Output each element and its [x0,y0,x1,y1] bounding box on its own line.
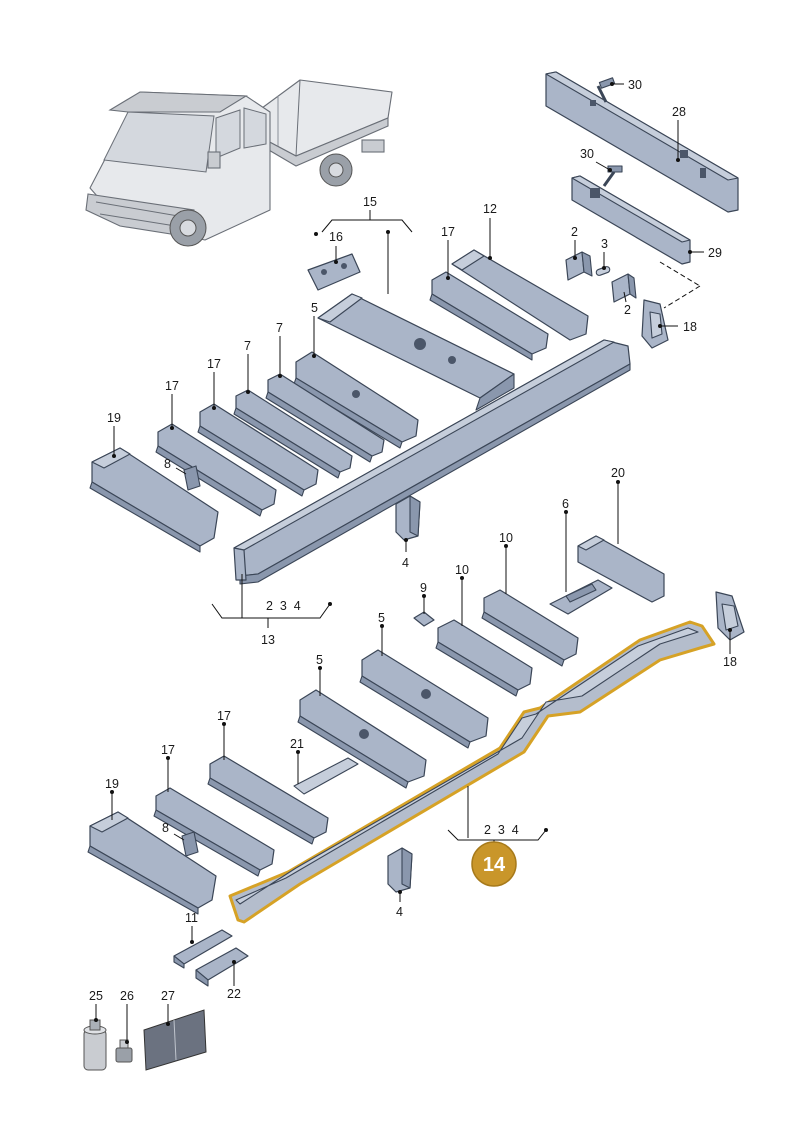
callout-5[interactable]: 5 [378,611,385,625]
part-2-bracket-b[interactable] [611,273,637,303]
callout-29[interactable]: 29 [708,246,722,260]
callout-5[interactable]: 5 [311,301,318,315]
part-2-bracket-a[interactable] [565,251,593,281]
callout-4[interactable]: 4 [396,905,403,919]
callout-7[interactable]: 7 [244,339,251,353]
part-19-end-bracket-a[interactable] [89,447,219,553]
part-15-crossmember[interactable] [317,293,515,411]
part-5-crossmember-a[interactable] [293,351,419,449]
callout-18[interactable]: 18 [723,655,737,669]
callout-labels: 30 28 30 29 15 16 12 17 2 3 2 18 5 7 7 1… [89,78,737,1003]
callout-2-3-4[interactable]: 2 3 4 [266,599,301,613]
part-4-bracket-b[interactable] [387,847,413,893]
callout-7[interactable]: 7 [276,321,283,335]
callout-8[interactable]: 8 [164,457,171,471]
part-18-bracket-b[interactable] [715,591,745,641]
part-12-rail-bracket[interactable] [451,249,589,341]
callout-4[interactable]: 4 [402,556,409,570]
part-19-end-bracket-b[interactable] [87,811,217,915]
callout-22[interactable]: 22 [227,987,241,1001]
callout-6[interactable]: 6 [562,497,569,511]
part-25-spray-can[interactable] [83,1019,107,1071]
callout-17[interactable]: 17 [207,357,221,371]
callout-9[interactable]: 9 [420,581,427,595]
callout-19[interactable]: 19 [107,411,121,425]
part-11-bracket[interactable] [173,929,233,969]
part-29-bracket-plate[interactable] [571,175,691,265]
part-4-bracket-a[interactable] [395,495,421,541]
callout-17[interactable]: 17 [217,709,231,723]
callout-14-badge[interactable]: 14 [471,841,517,887]
part-6-bracket[interactable] [549,579,613,615]
part-3-pin[interactable] [595,266,611,276]
callout-17[interactable]: 17 [165,379,179,393]
callout-21[interactable]: 21 [290,737,304,751]
callout-19[interactable]: 19 [105,777,119,791]
callout-17[interactable]: 17 [441,225,455,239]
part-17-reinforcement-a[interactable] [429,271,549,361]
callout-10[interactable]: 10 [455,563,469,577]
part-14-highlighted-rail[interactable] [228,620,716,924]
callout-5[interactable]: 5 [316,653,323,667]
part-20-rail-end[interactable] [577,535,665,603]
part-10-crossmember-a[interactable] [481,589,579,667]
callout-3[interactable]: 3 [601,237,608,251]
part-27-seal-sheet[interactable] [143,1009,207,1071]
callout-20[interactable]: 20 [611,466,625,480]
part-17-reinforcement-e[interactable] [153,787,275,877]
callout-11[interactable]: 11 [185,911,198,925]
callout-26[interactable]: 26 [120,989,134,1003]
callout-13[interactable]: 13 [261,633,275,647]
part-5-crossmember-b[interactable] [359,649,489,749]
truck-illustration [85,79,393,247]
part-22-bracket[interactable] [195,947,249,987]
part-17-reinforcement-c[interactable] [155,423,277,517]
callout-10[interactable]: 10 [499,531,513,545]
part-30-bolt-a[interactable] [596,77,616,103]
callout-8[interactable]: 8 [162,821,169,835]
leader-lines [94,82,732,1044]
callout-17[interactable]: 17 [161,743,175,757]
part-18-bracket-a[interactable] [641,299,669,349]
callout-15[interactable]: 15 [363,195,377,209]
callout-14: 14 [483,854,506,876]
callout-2-3-4[interactable]: 2 3 4 [484,823,519,837]
part-21-strut[interactable] [293,757,359,795]
callout-2[interactable]: 2 [624,303,631,317]
callout-28[interactable]: 28 [672,105,686,119]
part-8-clip-b[interactable] [181,831,199,857]
callout-18[interactable]: 18 [683,320,697,334]
part-26-plug[interactable] [115,1039,133,1063]
callout-25[interactable]: 25 [89,989,103,1003]
part-8-clip-a[interactable] [183,465,201,491]
callout-30[interactable]: 30 [580,147,594,161]
part-10-crossmember-b[interactable] [435,619,533,697]
callout-30[interactable]: 30 [628,78,642,92]
callout-16[interactable]: 16 [329,230,343,244]
part-16-gusset-plate[interactable] [307,253,361,291]
part-28-crossmember-plate[interactable] [545,71,739,213]
part-13-main-rail[interactable] [233,339,631,585]
callout-27[interactable]: 27 [161,989,175,1003]
part-9-clip[interactable] [413,611,435,627]
part-5-crossmember-c[interactable] [297,689,427,789]
part-30-bolt-b[interactable] [602,165,623,187]
callout-12[interactable]: 12 [483,202,497,216]
callout-2[interactable]: 2 [571,225,578,239]
